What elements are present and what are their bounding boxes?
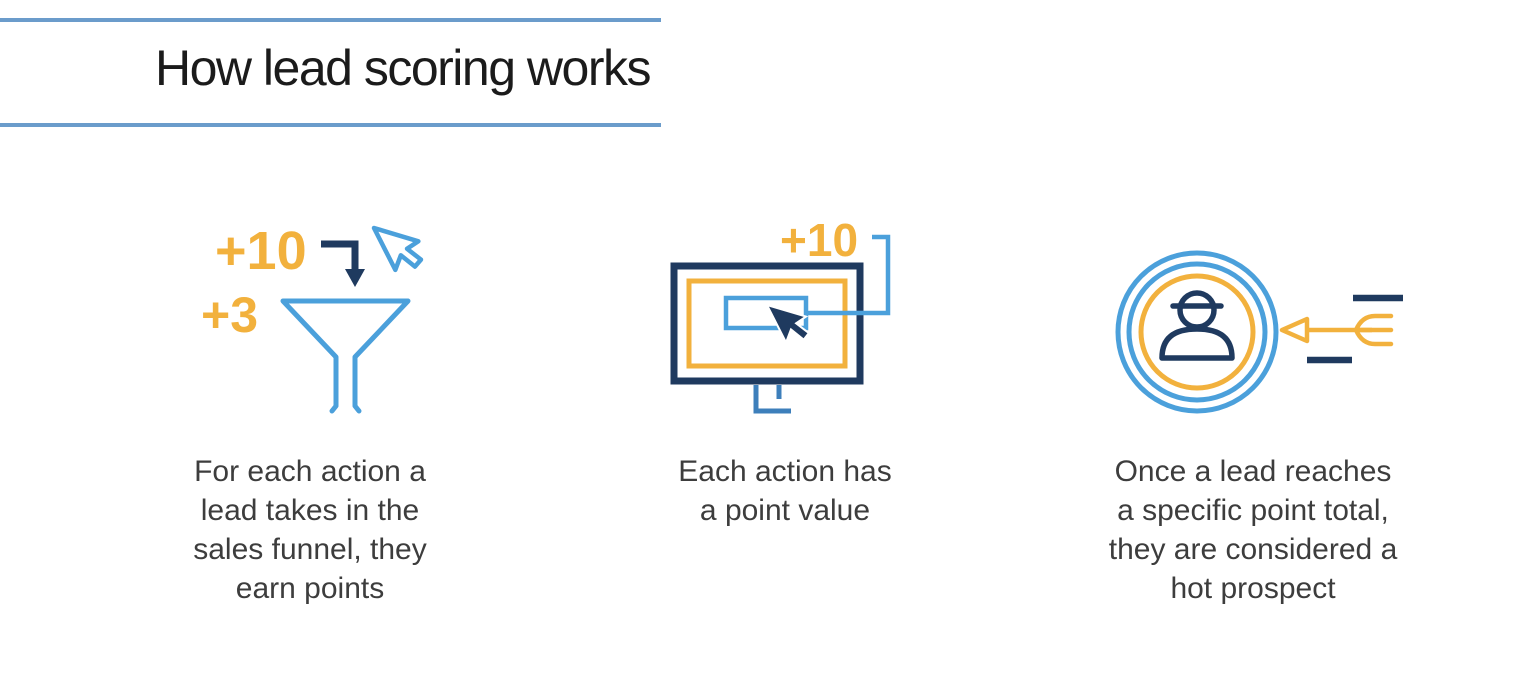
screen-inner-frame	[686, 278, 848, 369]
monitor-stand	[753, 385, 791, 414]
monitor-click-icon: +10	[670, 214, 891, 414]
down-arrow-icon	[321, 240, 365, 287]
page-title: How lead scoring works	[155, 40, 651, 96]
monitor-frame	[670, 262, 864, 385]
cursor-icon	[371, 225, 424, 273]
target-rings-icon	[1115, 250, 1279, 414]
points-badge-10: +10	[780, 214, 858, 266]
dart-arrow-icon	[1279, 313, 1394, 347]
step-caption-hot-prospect: Once a lead reaches a specific point tot…	[1108, 455, 1398, 605]
callout-connector-line	[806, 234, 891, 316]
pointer-cursor-icon	[765, 303, 811, 345]
divider-top	[0, 18, 661, 22]
step-caption-point-value: Each action has a point value	[678, 455, 892, 527]
lead-avatar-icon	[1159, 290, 1235, 361]
divider-bottom	[0, 123, 661, 127]
funnel-points-icon: +10 +3	[201, 221, 424, 414]
step-caption-earn-points: For each action a lead takes in the sale…	[193, 455, 427, 605]
points-badge-3: +3	[201, 287, 258, 343]
funnel-icon	[280, 298, 411, 414]
lead-target-dart-icon	[1115, 250, 1403, 414]
points-badge-10: +10	[215, 221, 307, 281]
